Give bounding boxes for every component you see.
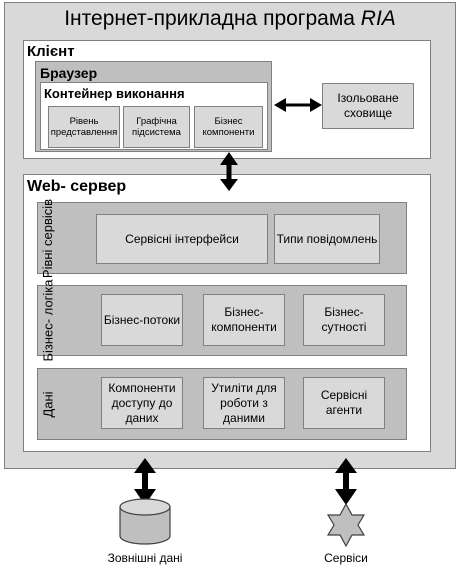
browser-label: Браузер [40, 65, 98, 81]
diagram-title: Інтернет-прикладна програма RIA [4, 4, 456, 34]
external-data-caption: Зовнішні дані [107, 551, 183, 565]
graphics-subsystem-box: Графічна підсистема [123, 106, 190, 148]
services-arrow [335, 458, 357, 505]
client-server-arrow [220, 152, 238, 191]
runtime-container-label: Контейнер виконання [44, 86, 185, 101]
services-star-icon [326, 502, 366, 548]
isolated-storage-box: Ізольоване сховище [322, 83, 414, 129]
database-icon [119, 498, 171, 545]
business-flows-box: Бізнес-потоки [101, 294, 183, 346]
data-access-components-box: Компоненти доступу до даних [101, 377, 183, 429]
title-text: Інтернет-прикладна програма [64, 7, 355, 30]
services-caption: Сервіси [324, 551, 368, 565]
service-interfaces-box: Сервісні інтерфейси [96, 214, 268, 264]
title-italic: RIA [360, 7, 396, 30]
data-utilities-box: Утиліти для роботи з даними [203, 377, 285, 429]
web-server-label: Web- сервер [27, 178, 127, 195]
external-data-arrow [134, 458, 156, 505]
presentation-layer-box: Рівень представлення [48, 106, 120, 148]
client-label: Клієнт [27, 43, 75, 60]
business-components-server-box: Бізнес-компоненти [203, 294, 285, 346]
business-components-box: Бізнес компоненти [194, 106, 263, 148]
service-agents-box: Сервісні агенти [303, 377, 385, 429]
browser-storage-arrow [274, 98, 322, 112]
message-types-box: Типи повідомлень [274, 214, 380, 264]
business-entities-box: Бізнес-сутності [303, 294, 385, 346]
